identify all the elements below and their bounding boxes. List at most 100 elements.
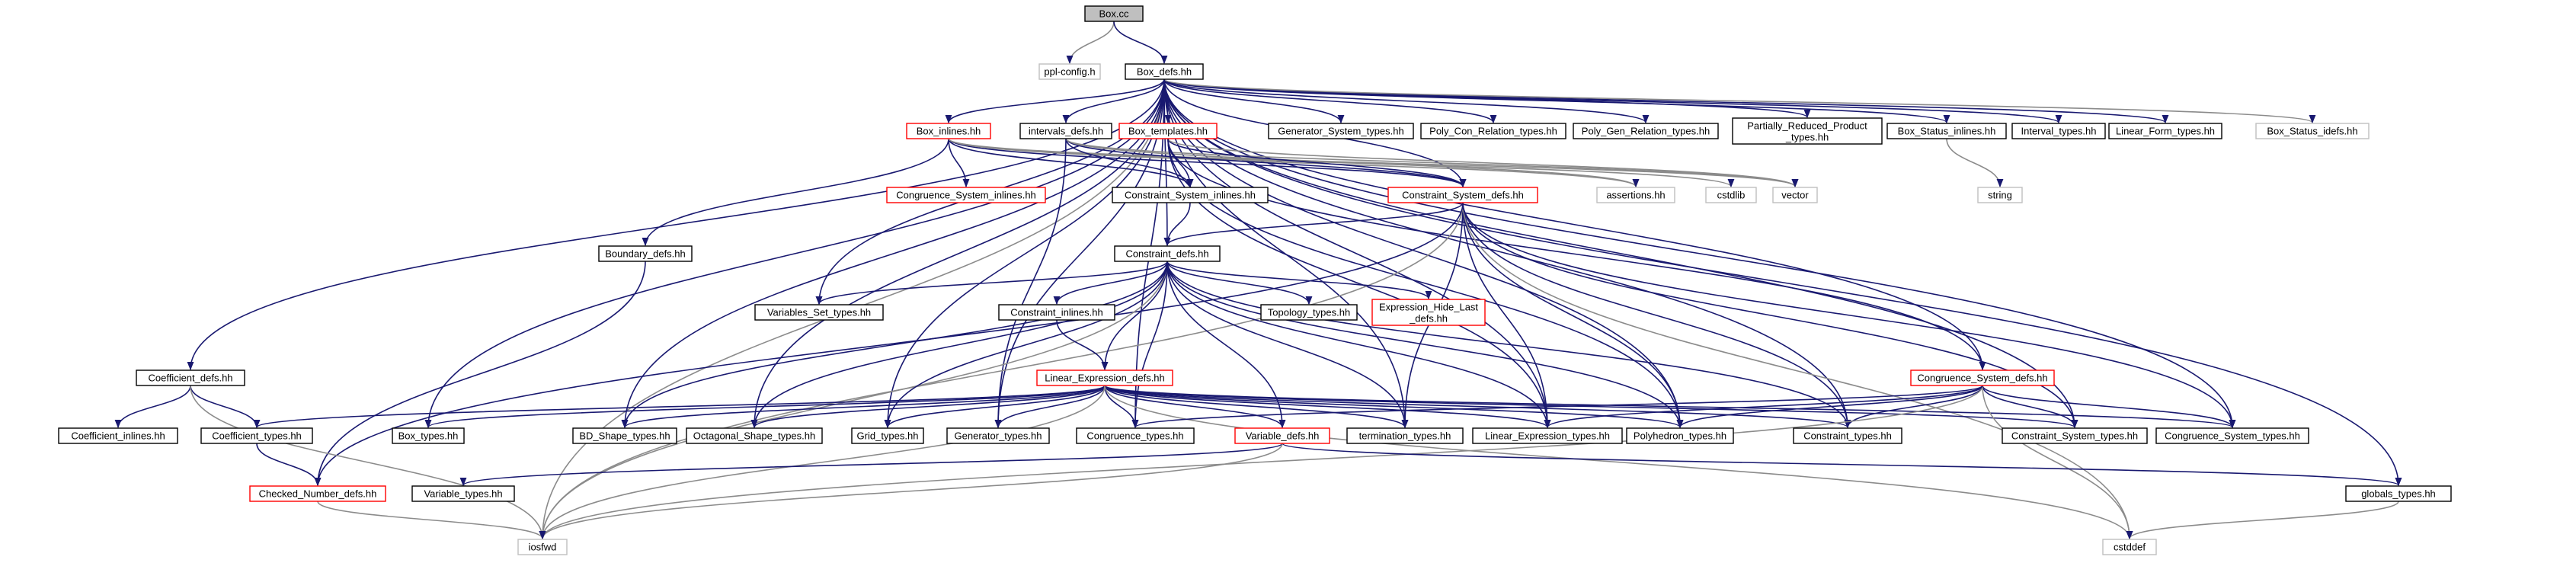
node-octagonal-shape-types[interactable]: Octagonal_Shape_types.hh — [686, 427, 823, 444]
node-constraint-types[interactable]: Constraint_types.hh — [1793, 427, 1902, 444]
node-label: Linear_Expression_defs.hh — [1045, 372, 1165, 383]
node-constraint-system-defs[interactable]: Constraint_System_defs.hh — [1387, 187, 1538, 203]
node-box — [392, 427, 465, 444]
node-label: Grid_types.hh — [857, 430, 919, 441]
node-box-inlines[interactable]: Box_inlines.hh — [906, 123, 991, 139]
edge-box_defs-to-interval_types — [1163, 78, 2062, 124]
node-polyhedron-types[interactable]: Polyhedron_types.hh — [1626, 427, 1734, 444]
node-linear-expression-defs[interactable]: Linear_Expression_defs.hh — [1036, 369, 1173, 386]
edge-congruence_system_defs-to-cstddef — [1982, 385, 2133, 540]
node-partially-reduced-product-types[interactable]: Partially_Reduced_Product_types.hh — [1732, 117, 1883, 145]
node-box — [200, 427, 313, 444]
node-coefficient-inlines[interactable]: Coefficient_inlines.hh — [58, 427, 178, 444]
edge-linear_expression_defs-to-linear_expression_types — [1104, 385, 1551, 429]
node-variable-defs[interactable]: Variable_defs.hh — [1234, 427, 1330, 444]
node-linear-expression-types[interactable]: Linear_Expression_types.hh — [1472, 427, 1623, 444]
edge-box_defs-to-congruence_system_types — [1163, 78, 2236, 429]
node-label: Coefficient_inlines.hh — [71, 430, 165, 441]
node-globals-types[interactable]: globals_types.hh — [2345, 485, 2452, 502]
edge-constraint_defs-to-constraint_inlines — [1053, 261, 1168, 305]
node-constraint-defs[interactable]: Constraint_defs.hh — [1114, 245, 1221, 262]
node-box-status-inlines[interactable]: Box_Status_inlines.hh — [1886, 123, 2007, 139]
node-congruence-system-types[interactable]: Congruence_System_types.hh — [2155, 427, 2309, 444]
node-box — [1371, 299, 1486, 326]
node-constraint-system-types[interactable]: Constraint_System_types.hh — [2002, 427, 2148, 444]
node-termination-types[interactable]: termination_types.hh — [1346, 427, 1464, 444]
edge-constraint_system_defs-to-constraint_defs — [1163, 202, 1464, 247]
node-interval-types[interactable]: Interval_types.hh — [2011, 123, 2106, 139]
node-label: Variables_Set_types.hh — [767, 306, 871, 318]
node-generator-system-types[interactable]: Generator_System_types.hh — [1268, 123, 1414, 139]
edge-linear_expression_defs-to-octagonal_shape_types — [750, 385, 1106, 429]
edge-box_templates-to-congruence_system_defs — [1167, 138, 1986, 371]
edge-box_defs-to-constraint_types — [1163, 78, 1851, 429]
node-box-types[interactable]: Box_types.hh — [392, 427, 465, 444]
node-box-defs[interactable]: Box_defs.hh — [1125, 63, 1204, 80]
node-box — [58, 427, 178, 444]
node-box — [1268, 123, 1414, 139]
edge-box_defs-to-polyhedron_types — [1163, 78, 1684, 429]
node-box — [598, 245, 693, 262]
node-box — [998, 304, 1115, 321]
node-coefficient-defs[interactable]: Coefficient_defs.hh — [136, 369, 245, 386]
edge-linear_expression_defs-to-box_types — [424, 385, 1106, 429]
node-topology-types[interactable]: Topology_types.hh — [1260, 304, 1358, 321]
node-variables-set-types[interactable]: Variables_Set_types.hh — [754, 304, 884, 321]
node-box — [2155, 427, 2309, 444]
node-poly-con-relation-types[interactable]: Poly_Con_Relation_types.hh — [1420, 123, 1566, 139]
node-linear-form-types[interactable]: Linear_Form_types.hh — [2108, 123, 2222, 139]
edge-box_defs-to-constraint_system_types — [1163, 78, 2078, 429]
edge-congruence_system_defs-to-iosfwd — [539, 385, 1983, 540]
node-box-status-idefs: Box_Status_idefs.hh — [2255, 123, 2370, 139]
node-box — [1626, 427, 1734, 444]
edge-box_defs-to-box_status_inlines — [1163, 78, 1950, 124]
node-variable-types[interactable]: Variable_types.hh — [411, 485, 515, 502]
edge-coefficient_defs-to-coefficient_inlines — [114, 385, 191, 429]
node-box-templates[interactable]: Box_templates.hh — [1118, 123, 1218, 139]
node-box — [1076, 427, 1195, 444]
node-coefficient-types[interactable]: Coefficient_types.hh — [200, 427, 313, 444]
node-ppl-config: ppl-config.h — [1038, 63, 1101, 80]
edge-intervals_defs-to-generator_types — [994, 138, 1067, 429]
edge-constraint_system_defs-to-cstddef — [1462, 202, 2133, 540]
node-box — [1234, 427, 1330, 444]
node-congruence-types[interactable]: Congruence_types.hh — [1076, 427, 1195, 444]
edge-constraint_defs-to-constraint_types — [1166, 261, 1851, 429]
node-label: Generator_System_types.hh — [1278, 125, 1403, 136]
node-label: vector — [1781, 189, 1809, 200]
node-box — [1772, 187, 1818, 203]
edge-box_inlines-to-constraint_system_defs — [948, 138, 1467, 188]
node-constraint-inlines[interactable]: Constraint_inlines.hh — [998, 304, 1115, 321]
node-poly-gen-relation-types[interactable]: Poly_Gen_Relation_types.hh — [1573, 123, 1719, 139]
node-boundary-defs[interactable]: Boundary_defs.hh — [598, 245, 693, 262]
node-generator-types[interactable]: Generator_types.hh — [946, 427, 1050, 444]
node-label: Box.cc — [1099, 8, 1129, 19]
node-box — [249, 485, 386, 502]
node-label: Poly_Gen_Relation_types.hh — [1582, 125, 1710, 136]
node-box — [1387, 187, 1538, 203]
node-cstddef: cstddef — [2102, 539, 2157, 555]
node-intervals-defs[interactable]: intervals_defs.hh — [1019, 123, 1112, 139]
node-grid-types[interactable]: Grid_types.hh — [851, 427, 924, 444]
edge-box_defs-to-poly_gen_relation_types — [1163, 78, 1650, 124]
node-congruence-system-defs[interactable]: Congruence_System_defs.hh — [1910, 369, 2055, 386]
node-constraint-system-inlines[interactable]: Constraint_System_inlines.hh — [1112, 187, 1269, 203]
node-label: Coefficient_types.hh — [212, 430, 302, 441]
edge-box_defs-to-box_types — [424, 78, 1165, 429]
node-checked-number-defs[interactable]: Checked_Number_defs.hh — [249, 485, 386, 502]
node-box — [1019, 123, 1112, 139]
node-label: Congruence_types.hh — [1086, 430, 1183, 441]
node-box — [1112, 187, 1269, 203]
node-congruence-system-inlines[interactable]: Congruence_System_inlines.hh — [886, 187, 1046, 203]
node-box — [1114, 245, 1221, 262]
node-bd-shape-types[interactable]: BD_Shape_types.hh — [572, 427, 677, 444]
node-box — [517, 539, 568, 555]
node-box — [1472, 427, 1623, 444]
node-expression-hide-last-defs[interactable]: Expression_Hide_Last_defs.hh — [1371, 299, 1486, 326]
node-label: Variable_defs.hh — [1246, 430, 1320, 441]
node-label: assertions.hh — [1606, 189, 1665, 200]
edge-boundary_defs-to-checked_number_defs — [314, 261, 646, 487]
node-box — [136, 369, 245, 386]
node-label: Variable_types.hh — [424, 488, 502, 499]
